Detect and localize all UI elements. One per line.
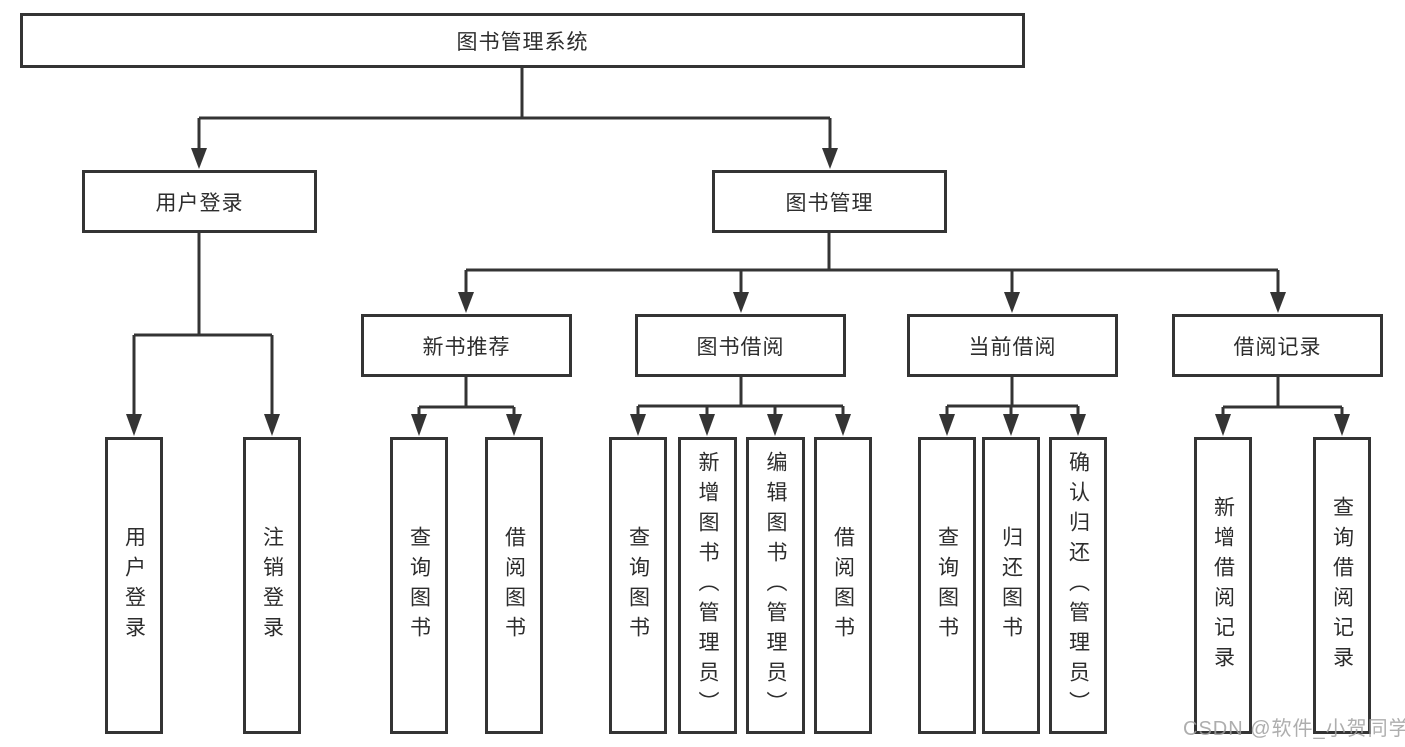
leaf-query-borrow-record: 查询借阅记录 <box>1313 437 1371 734</box>
node-new-book-recommend: 新书推荐 <box>361 314 572 377</box>
node-label: 查询图书 <box>626 525 650 646</box>
node-label: 借阅图书 <box>502 525 526 646</box>
leaf-edit-books-admin: 编辑图书（管理员） <box>746 437 805 734</box>
leaf-borrow-books: 借阅图书 <box>814 437 872 734</box>
leaf-user-login: 用户登录 <box>105 437 163 734</box>
leaf-confirm-return-admin: 确认归还（管理员） <box>1049 437 1107 734</box>
node-label: 确认归还（管理员） <box>1066 450 1090 721</box>
node-label: 新书推荐 <box>422 335 511 359</box>
node-label: 查询图书 <box>935 525 959 646</box>
node-label: 当前借阅 <box>968 335 1057 359</box>
leaf-borrow-books-recommend: 借阅图书 <box>485 437 543 734</box>
leaf-query-books-recommend: 查询图书 <box>390 437 448 734</box>
leaf-add-borrow-record: 新增借阅记录 <box>1194 437 1252 734</box>
node-label: 图书借阅 <box>696 335 785 359</box>
node-label: 借阅记录 <box>1233 335 1322 359</box>
node-label: 用户登录 <box>155 191 244 215</box>
leaf-logout: 注销登录 <box>243 437 301 734</box>
leaf-query-books-current: 查询图书 <box>918 437 976 734</box>
node-label: 借阅图书 <box>831 525 855 646</box>
node-current-borrow: 当前借阅 <box>907 314 1118 377</box>
node-label: 用户登录 <box>122 525 146 646</box>
node-root-system: 图书管理系统 <box>20 13 1025 68</box>
node-label: 查询图书 <box>407 525 431 646</box>
leaf-return-books: 归还图书 <box>982 437 1040 734</box>
node-label: 图书管理系统 <box>456 30 589 54</box>
node-book-management: 图书管理 <box>712 170 947 233</box>
leaf-query-books-borrow: 查询图书 <box>609 437 667 734</box>
node-book-borrow: 图书借阅 <box>635 314 846 377</box>
node-label: 新增图书（管理员） <box>696 450 720 721</box>
leaf-add-books-admin: 新增图书（管理员） <box>678 437 737 734</box>
node-label: 新增借阅记录 <box>1211 495 1235 676</box>
node-label: 查询借阅记录 <box>1330 495 1354 676</box>
node-label: 注销登录 <box>260 525 284 646</box>
node-label: 图书管理 <box>785 191 874 215</box>
node-label: 归还图书 <box>999 525 1023 646</box>
node-label: 编辑图书（管理员） <box>764 450 788 721</box>
node-borrow-records: 借阅记录 <box>1172 314 1383 377</box>
csdn-watermark: CSDN @软件_小贺同学 <box>1183 718 1405 740</box>
node-user-login: 用户登录 <box>82 170 317 233</box>
